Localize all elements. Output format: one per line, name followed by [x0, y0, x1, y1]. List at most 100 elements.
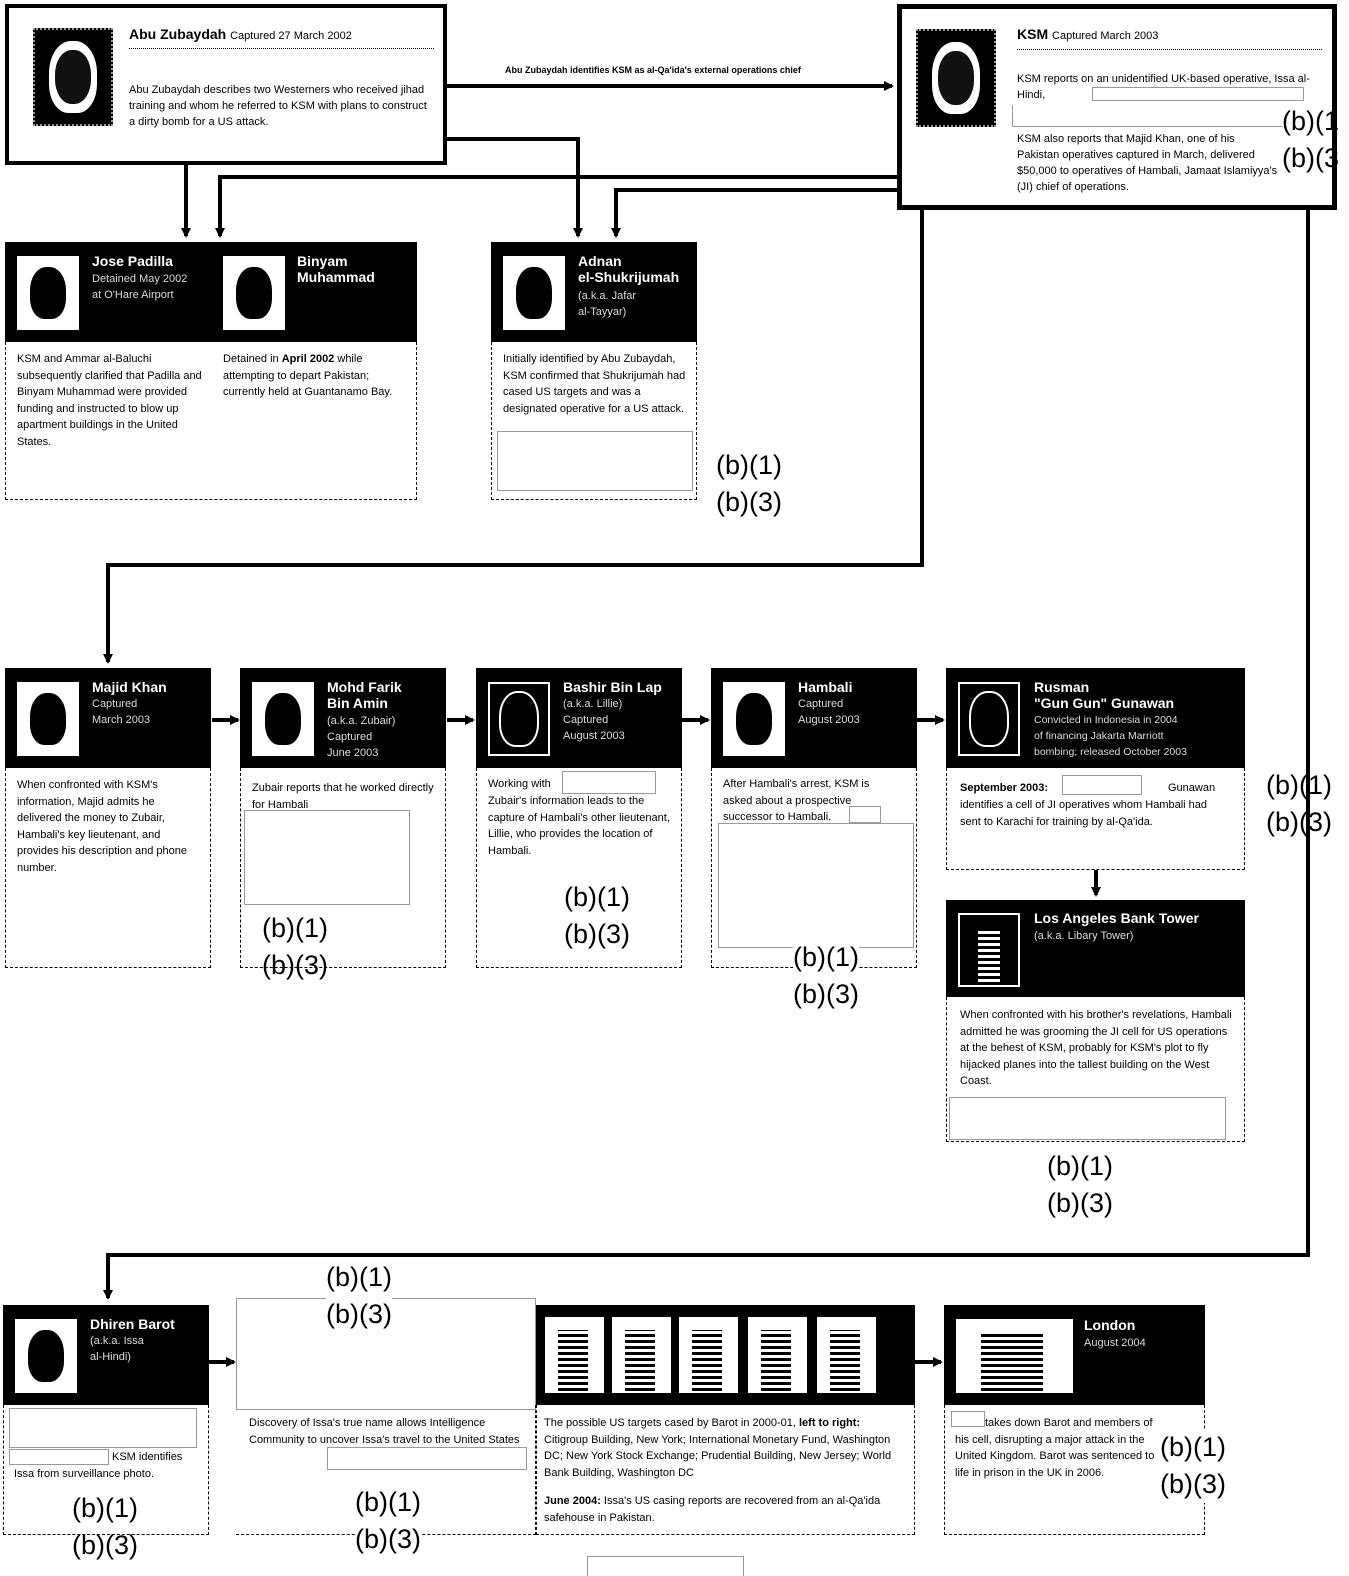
- person-photo-icon: [223, 256, 285, 330]
- majid-body: When confronted with KSM's information, …: [5, 768, 211, 968]
- majid-info: Captured March 2003: [92, 698, 151, 726]
- prudential-building-photo-icon: [748, 1317, 807, 1393]
- padilla-binyam-body: KSM and Ammar al-Baluchi subsequently cl…: [5, 342, 417, 500]
- redaction-code: (b)(1) (b)(3): [793, 939, 859, 1013]
- redaction-box: [1062, 775, 1142, 795]
- redaction-code: (b)(1) (b)(3): [716, 450, 782, 517]
- adnan-info: (a.k.a. Jafar al-Tayyar): [578, 290, 637, 318]
- redaction-code: (b)(1) (b)(3): [262, 913, 328, 980]
- abu-zubaydah-card: Abu Zubaydah Captured 27 March 2002 Abu …: [5, 4, 447, 165]
- padilla-name: Jose Padilla: [92, 253, 173, 269]
- abu-zubaydah-captured: Captured 27 March 2002: [230, 30, 352, 42]
- adnan-name: Adnan el-Shukrijumah: [578, 253, 680, 285]
- rusman-body: September 2003: Gunawan identifies a cel…: [946, 768, 1245, 870]
- lillie-text: Zubair's information leads to the captur…: [488, 795, 670, 857]
- discovery-text: Discovery of Issa's true name allows Int…: [249, 1417, 520, 1446]
- adnan-body: Initially identified by Abu Zubaydah, KS…: [491, 342, 697, 500]
- rusman-name: Rusman "Gun Gun" Gunawan: [1034, 679, 1175, 711]
- barot-name: Dhiren Barot: [90, 1316, 175, 1332]
- binyam-text: Detained in April 2002 while attempting …: [223, 353, 393, 398]
- arrow-label-zubaydah-ksm: Abu Zubaydah identifies KSM as al-Qa'ida…: [505, 65, 801, 75]
- rusman-text: identifies a cell of JI operatives whom …: [960, 799, 1208, 828]
- redaction-box: [718, 823, 914, 948]
- targets-header: [536, 1305, 915, 1405]
- abu-zubaydah-name: Abu Zubaydah: [129, 26, 227, 42]
- arrow-ksm-to-majid: [103, 210, 924, 664]
- nyse-building-photo-icon: [679, 1317, 738, 1393]
- zubair-body: Zubair reports that he worked directly f…: [240, 768, 446, 968]
- person-photo-icon: [916, 29, 996, 127]
- ksm-card: KSM Captured March 2003 KSM reports on a…: [897, 4, 1339, 210]
- zubair-header: Mohd Farik Bin Amin (a.k.a. Zubair) Capt…: [240, 668, 446, 768]
- london-text: takes down Barot and members of his cell…: [955, 1417, 1155, 1479]
- redaction-code: (b)(1) (b)(3): [355, 1484, 421, 1558]
- majid-header: Majid Khan Captured March 2003: [5, 668, 211, 768]
- person-photo-icon: [958, 682, 1020, 756]
- arrow-ksm-to-adnan: [611, 188, 897, 238]
- la-tower-text: When confronted with his brother's revel…: [960, 1009, 1232, 1087]
- majid-text: When confronted with KSM's information, …: [17, 779, 188, 874]
- london-body: takes down Barot and members of his cell…: [944, 1405, 1205, 1535]
- rusman-date: September 2003:: [960, 782, 1049, 794]
- zubair-text: Zubair reports that he worked directly f…: [252, 782, 434, 811]
- tower-photo-icon: [958, 913, 1020, 987]
- redaction-box: [1012, 105, 1282, 127]
- world-bank-building-photo-icon: [817, 1317, 876, 1393]
- person-photo-icon: [15, 1319, 77, 1393]
- london-info: August 2004: [1084, 1337, 1146, 1349]
- redaction-box: [849, 806, 881, 823]
- redaction-box: [9, 1449, 109, 1465]
- ksm-name: KSM: [1017, 26, 1049, 42]
- london-name: London: [1084, 1317, 1136, 1333]
- la-tower-info: (a.k.a. Libary Tower): [1034, 930, 1134, 942]
- redaction-box: [244, 810, 410, 905]
- redaction-box: [587, 1556, 744, 1576]
- barot-text: KSM identifies Issa from surveillance ph…: [14, 1451, 183, 1480]
- person-photo-icon: [252, 682, 314, 756]
- person-photo-icon: [488, 682, 550, 756]
- redaction-box: [497, 431, 693, 491]
- arrow-ksm-to-barot: [103, 210, 1310, 1300]
- lillie-body: Working with Zubair's information leads …: [476, 768, 682, 968]
- ksm-text-1: KSM reports on an unidentified UK-based …: [1017, 73, 1310, 101]
- barot-body: KSM identifies Issa from surveillance ph…: [3, 1405, 209, 1535]
- adnan-text: Initially identified by Abu Zubaydah, KS…: [503, 353, 686, 415]
- rusman-header: Rusman "Gun Gun" Gunawan Convicted in In…: [946, 668, 1245, 768]
- hambali-name: Hambali: [798, 679, 853, 695]
- redaction-box: [562, 771, 656, 794]
- lillie-name: Bashir Bin Lap: [563, 679, 662, 695]
- abu-zubaydah-text: Abu Zubaydah describes two Westerners wh…: [129, 84, 427, 128]
- person-photo-icon: [33, 28, 113, 126]
- padilla-info: Detained May 2002 at O'Hare Airport: [92, 273, 188, 301]
- targets-body: The possible US targets cased by Barot i…: [536, 1405, 915, 1535]
- london-scene-photo-icon: [956, 1319, 1073, 1393]
- hambali-body: After Hambali's arrest, KSM is asked abo…: [711, 768, 917, 968]
- redaction-code: (b)(1 (b)(3: [1282, 106, 1340, 173]
- rusman-name-inline: Gunawan: [1168, 782, 1216, 794]
- person-photo-icon: [17, 256, 79, 330]
- padilla-binyam-header: Jose Padilla Detained May 2002 at O'Hare…: [5, 242, 417, 342]
- la-tower-body: When confronted with his brother's revel…: [946, 997, 1245, 1142]
- targets-text: The possible US targets cased by Barot i…: [544, 1417, 892, 1479]
- hambali-header: Hambali Captured August 2003: [711, 668, 917, 768]
- barot-header: Dhiren Barot (a.k.a. Issa al-Hindi): [3, 1305, 209, 1405]
- redaction-code: (b)(1) (b)(3): [1160, 1429, 1226, 1503]
- padilla-text: KSM and Ammar al-Baluchi subsequently cl…: [17, 353, 202, 448]
- binyam-name: Binyam Muhammad: [297, 253, 375, 285]
- lillie-header: Bashir Bin Lap (a.k.a. Lillie) Captured …: [476, 668, 682, 768]
- person-photo-icon: [17, 682, 79, 756]
- redaction-code: (b)(1) (b)(3): [72, 1493, 138, 1560]
- zubair-name: Mohd Farik Bin Amin: [327, 679, 402, 711]
- divider: [1017, 49, 1322, 50]
- ksm-text-2: KSM also reports that Majid Khan, one of…: [1017, 133, 1278, 193]
- imf-building-photo-icon: [612, 1317, 671, 1393]
- hambali-text: After Hambali's arrest, KSM is asked abo…: [723, 778, 870, 823]
- zubair-info: (a.k.a. Zubair) Captured June 2003: [327, 715, 396, 759]
- rusman-info: Convicted in Indonesia in 2004 of financ…: [1034, 714, 1187, 758]
- hambali-info: Captured August 2003: [798, 698, 860, 726]
- redaction-box: [951, 1411, 985, 1427]
- targets-text-2: June 2004: Issa's US casing reports are …: [544, 1495, 881, 1524]
- redaction-code: (b)(1) (b)(3): [1266, 770, 1332, 837]
- lillie-info: (a.k.a. Lillie) Captured August 2003: [563, 698, 625, 742]
